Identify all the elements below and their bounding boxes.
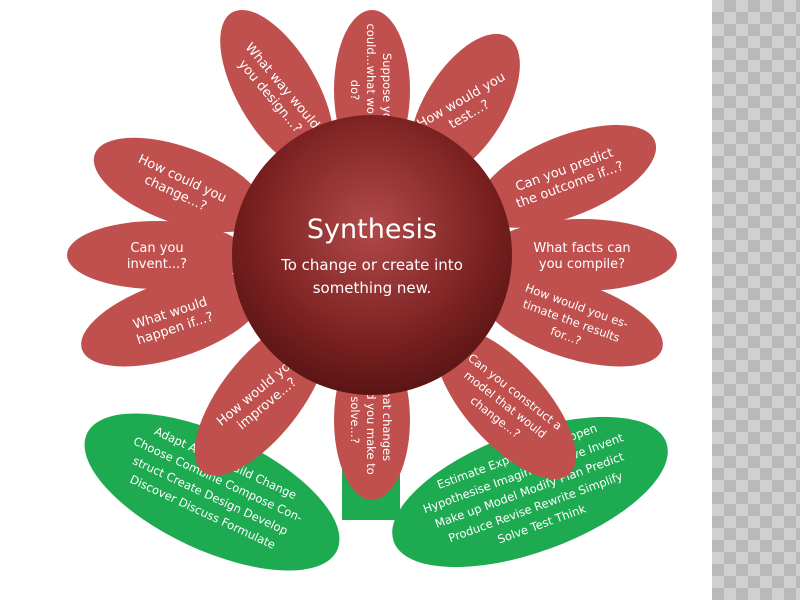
flower-center: Synthesis To change or create into somet… <box>232 115 512 395</box>
petal-facts-line-1: What facts can <box>533 241 630 256</box>
center-title: Synthesis <box>307 214 437 245</box>
petal-shape <box>67 221 247 289</box>
synthesis-flower-diagram: Adapt Add to Build Change Choose Combine… <box>67 9 677 571</box>
center-subtitle-line-1: To change or create into <box>280 256 463 274</box>
petal-shape <box>435 328 577 480</box>
petal-invent-line-1: Can you <box>130 241 183 256</box>
petal-changes-line-1: What changes <box>380 379 394 461</box>
petal-estimate: How would you es-timate the resultsfor..… <box>480 273 663 367</box>
checker-decoration <box>712 0 800 600</box>
petal-shape <box>93 137 265 233</box>
center-subtitle-line-2: something new. <box>313 279 432 297</box>
petal-shape <box>487 219 677 291</box>
petal-shape <box>477 124 657 228</box>
petal-invent-line-2: invent...? <box>127 257 187 272</box>
petal-suppose-line-1: Suppose you <box>380 53 394 127</box>
petal-shape <box>220 9 334 171</box>
petal-suppose-line-3: do? <box>348 80 362 100</box>
petal-shape <box>480 273 663 367</box>
petal-facts-line-2: you compile? <box>539 257 625 272</box>
petal-shape <box>81 273 264 367</box>
petal-changes-line-3: solve...? <box>348 396 362 443</box>
